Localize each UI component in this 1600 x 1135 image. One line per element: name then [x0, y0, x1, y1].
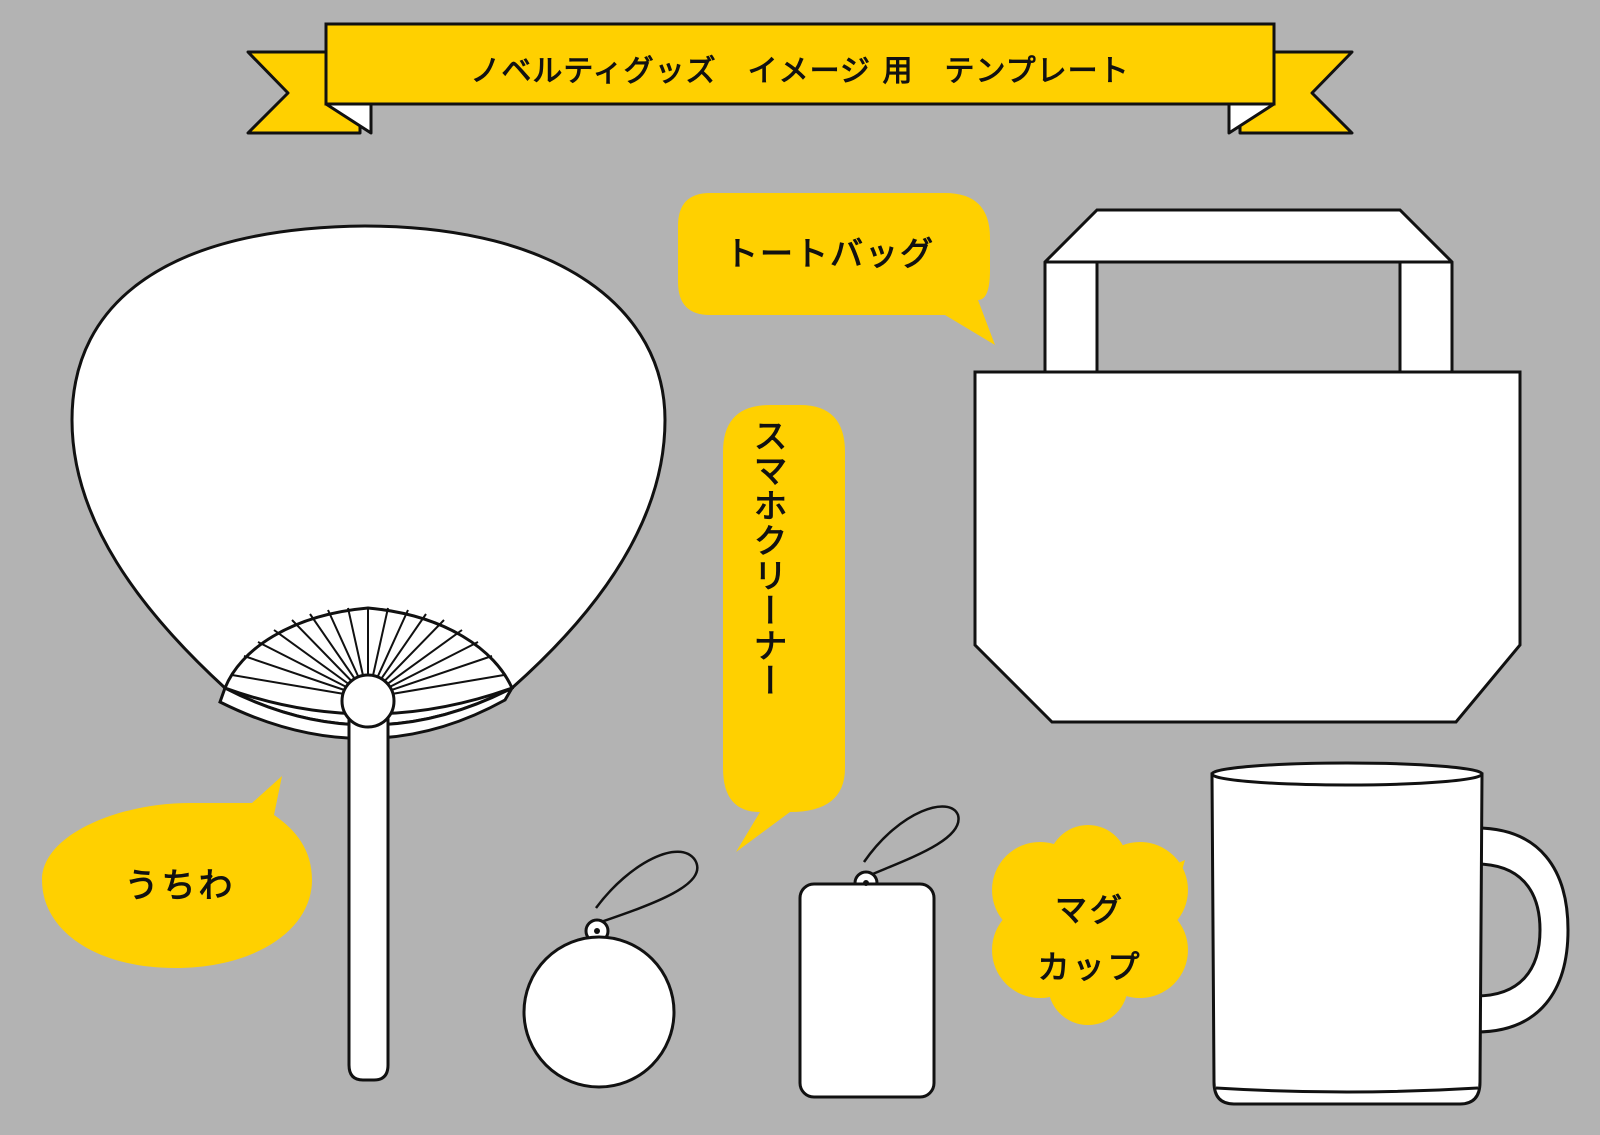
phone-cleaner-bubble — [723, 405, 845, 852]
cleaner-hole — [863, 880, 869, 886]
page-title: ノベルティグッズ イメージ 用 テンプレート — [470, 54, 1130, 89]
mug-rim — [1210, 761, 1484, 787]
cleaner-round-body — [522, 935, 676, 1089]
tote-bag — [973, 208, 1522, 724]
mug-cup-bubble — [992, 825, 1188, 1025]
mug-body — [1210, 772, 1484, 1106]
cleaner-hole — [594, 928, 600, 934]
mug-bubble-lobe — [1048, 825, 1128, 905]
mug-bubble-lobe — [1048, 945, 1128, 1025]
title-ribbon — [246, 22, 1354, 135]
tote-bag-label: トートバッグ — [725, 234, 935, 273]
tote-bag-body — [973, 370, 1522, 724]
mug-base-line — [1215, 1086, 1479, 1094]
tote-bag-handle — [1043, 208, 1454, 374]
phone-cleaner-label: スマホクリーナー — [747, 418, 787, 698]
cleaner-rect-body — [798, 882, 936, 1099]
phone-cleaner-round — [522, 850, 699, 1089]
mug-cup — [1210, 761, 1570, 1106]
tote-bag-bubble — [678, 193, 995, 345]
mug-handle — [1474, 826, 1570, 1034]
uchiwa-handle-knob — [340, 673, 396, 729]
phone-cleaner-rectangle — [798, 805, 960, 1099]
uchiwa-fan — [70, 224, 667, 1082]
ribbon-banner — [324, 22, 1276, 106]
strap-loop — [862, 805, 960, 878]
uchiwa-bubble — [42, 776, 312, 968]
uchiwa-handle — [347, 703, 390, 1082]
uchiwa-label: うちわ — [124, 866, 236, 906]
uchiwa-fan-rim — [218, 684, 516, 740]
mug-cup-label-line1: マグ — [1054, 891, 1125, 929]
strap-loop — [594, 850, 699, 925]
mug-cup-label-line2: カップ — [1037, 948, 1143, 986]
mug-bubble-pointer — [1145, 860, 1185, 905]
